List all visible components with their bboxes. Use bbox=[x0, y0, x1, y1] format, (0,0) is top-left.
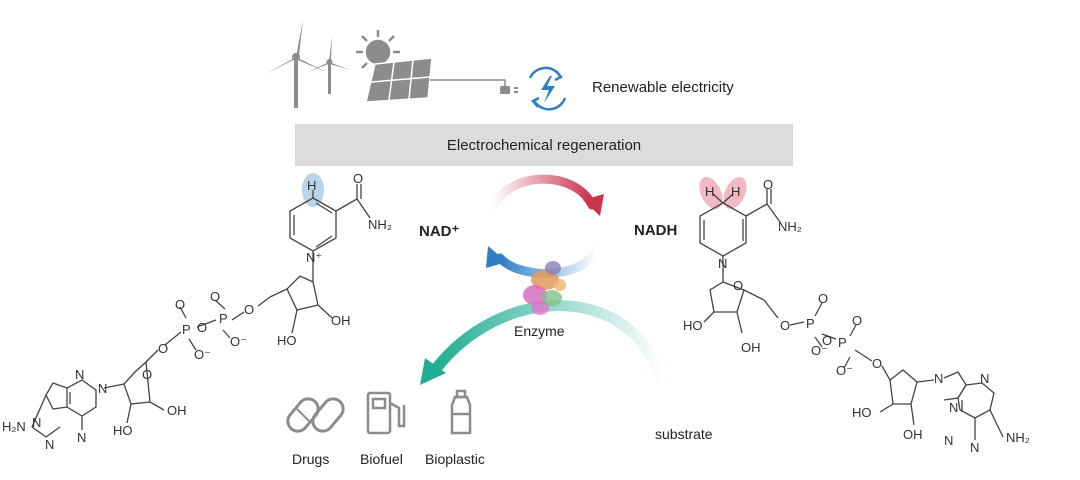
nad-atom-ominus2: O⁻ bbox=[194, 347, 211, 362]
nad-atom-p2: P bbox=[182, 322, 191, 337]
nadh-atom-oh2: OH bbox=[903, 427, 923, 442]
pills-icon bbox=[286, 397, 345, 433]
nadh-atom-p2: P bbox=[838, 335, 847, 350]
nadh-label: NADH bbox=[634, 222, 678, 239]
nadh-atom-ominus2: O⁻ bbox=[836, 363, 853, 378]
nadh-atom-adenine-nh2: NH₂ bbox=[1006, 430, 1030, 445]
nad-atom-nh2: NH₂ bbox=[368, 217, 392, 232]
nadh-atom-ho1: HO bbox=[683, 318, 703, 333]
nad-atom-o-top1: O bbox=[210, 289, 221, 304]
banner-label: Electrochemical regeneration bbox=[446, 136, 642, 154]
nadh-atom-oh1: OH bbox=[741, 340, 761, 355]
reduction-arrow bbox=[486, 243, 602, 278]
nadh-atom-o-top1: O bbox=[818, 291, 829, 306]
nadh-atom-o-mid: O bbox=[822, 333, 833, 348]
sun-icon bbox=[356, 30, 400, 74]
h-highlight-nadh-left bbox=[699, 177, 723, 209]
nad-atom-n2: N bbox=[75, 367, 85, 382]
enzyme-label: Enzyme bbox=[514, 323, 565, 339]
bottle-icon bbox=[450, 389, 472, 435]
nadh-atom-n: N bbox=[718, 256, 728, 271]
nadh-atom-n4: N bbox=[944, 433, 954, 448]
nad-structure bbox=[31, 184, 371, 438]
nad-atom-p1: P bbox=[219, 311, 228, 326]
power-cable bbox=[430, 79, 506, 86]
nadh-atom-n5: N bbox=[970, 440, 980, 455]
nadh-atom-h2: H bbox=[731, 184, 741, 199]
nad-atom-oh1: OH bbox=[331, 313, 351, 328]
nad-atom-oh2: OH bbox=[167, 403, 187, 418]
nad-atom-o-link: O bbox=[158, 341, 169, 356]
nad-atom-nplus: N⁺ bbox=[306, 250, 323, 265]
nad-atom-n4: N bbox=[45, 437, 55, 452]
renewable-electricity-label: Renewable electricity bbox=[592, 79, 734, 96]
substrate-label: substrate bbox=[655, 426, 713, 442]
product-label-bioplastic: Bioplastic bbox=[425, 451, 485, 467]
nadh-atom-nh2: NH₂ bbox=[778, 219, 802, 234]
oxidation-arrow bbox=[487, 174, 604, 216]
solar-panel-icon bbox=[365, 57, 433, 103]
nadh-atom-o-top2: O bbox=[852, 313, 863, 328]
nad-atom-adenine-nh2: H₂N bbox=[2, 419, 26, 434]
nad-atom-ominus1: O⁻ bbox=[230, 334, 247, 349]
h-highlight-nadh-right bbox=[723, 177, 747, 209]
fuel-pump-icon bbox=[366, 391, 406, 435]
nad-atom-ho1: HO bbox=[277, 333, 297, 348]
nadh-atom-o-link: O bbox=[872, 356, 883, 371]
nadh-atom-ominus1: O⁻ bbox=[811, 343, 828, 358]
nadh-structure bbox=[699, 189, 1004, 440]
nadh-atom-n3: N bbox=[949, 400, 959, 415]
nadh-atom-o: O bbox=[763, 177, 774, 192]
nadh-atom-ho2: HO bbox=[852, 405, 872, 420]
nad-atom-n5: N bbox=[32, 415, 42, 430]
nad-atom-h: H bbox=[307, 178, 317, 193]
nad-atom-o-bridge: O bbox=[244, 302, 255, 317]
nad-atom-o-ring2: O bbox=[142, 367, 153, 382]
renewable-electricity-icon bbox=[528, 66, 567, 111]
substrate-arrow bbox=[420, 300, 668, 386]
nadh-atom-o-bridge: O bbox=[780, 318, 791, 333]
wind-turbine-icon bbox=[266, 20, 326, 108]
nadh-atom-h1: H bbox=[705, 184, 715, 199]
electrochemical-regeneration-banner: Electrochemical regeneration bbox=[295, 124, 793, 166]
nad-atom-o-top2: O bbox=[175, 297, 186, 312]
plug-icon bbox=[500, 86, 518, 94]
nadh-atom-o-ring: O bbox=[733, 278, 744, 293]
enzyme-icon bbox=[523, 261, 566, 315]
nadh-atom-n1: N bbox=[934, 371, 944, 386]
small-wind-turbine-icon bbox=[308, 36, 350, 94]
product-label-biofuel: Biofuel bbox=[360, 451, 403, 467]
nad-atom-o-mid: O bbox=[197, 320, 208, 335]
nadh-atom-p1: P bbox=[806, 316, 815, 331]
nadh-atom-n2: N bbox=[980, 371, 990, 386]
nad-atom-ho2: HO bbox=[113, 423, 133, 438]
nad-atom-n3: N bbox=[77, 430, 87, 445]
product-label-drugs: Drugs bbox=[292, 451, 330, 467]
nad-plus-label: NAD⁺ bbox=[419, 223, 460, 240]
nad-atom-n1: N bbox=[98, 381, 108, 396]
nad-atom-o: O bbox=[353, 171, 364, 186]
